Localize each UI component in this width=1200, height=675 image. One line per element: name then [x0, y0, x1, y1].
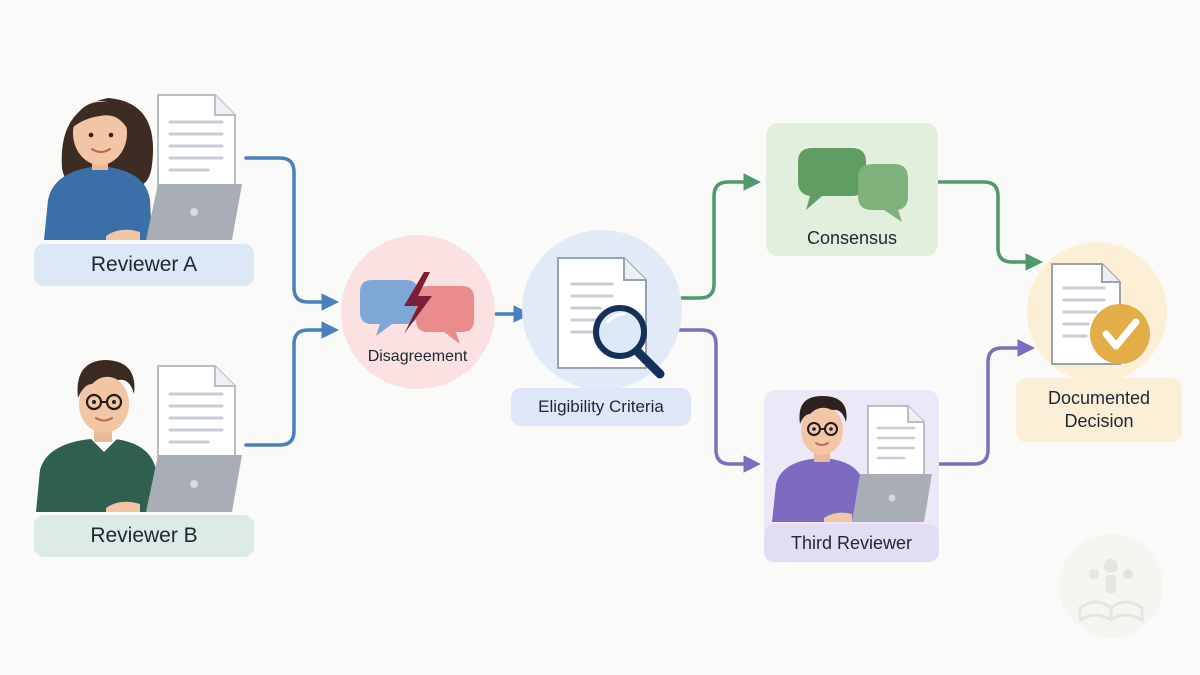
- document-magnifier-icon: [557, 257, 665, 379]
- conflicting-speech-bubbles-icon: [360, 272, 474, 344]
- arrow-b-to-disagreement: [244, 321, 339, 447]
- logo-watermark-icon: [1059, 534, 1163, 638]
- man-with-laptop-icon: [36, 360, 242, 512]
- document-icon: [867, 405, 925, 477]
- man-with-laptop-icon: [772, 396, 932, 522]
- reviewer-a-label: Reviewer A: [34, 244, 254, 286]
- reviewer-a-illustration: [44, 94, 242, 240]
- reviewer-b-label: Reviewer B: [34, 515, 254, 557]
- arrow-eligibility-to-third: [678, 328, 761, 473]
- consensus-node: [766, 123, 938, 256]
- eligibility-criteria-label: Eligibility Criteria: [511, 388, 691, 426]
- document-icon: [157, 94, 236, 206]
- eligibility-node: [522, 230, 682, 390]
- third-reviewer-label: Third Reviewer: [764, 524, 939, 562]
- arrow-third-to-decision: [936, 339, 1035, 466]
- documented-decision-label: Documented Decision: [1016, 378, 1182, 442]
- document-checkmark-icon: [1051, 263, 1150, 365]
- arrow-consensus-to-decision: [936, 180, 1043, 271]
- third-reviewer-node: [764, 390, 939, 540]
- woman-with-laptop-icon: [44, 98, 242, 240]
- arrow-a-to-disagreement: [244, 156, 339, 311]
- speech-bubbles-icon: [798, 148, 908, 222]
- document-icon: [157, 365, 236, 469]
- arrow-eligibility-to-consensus: [678, 173, 761, 300]
- reviewer-b-illustration: [36, 360, 242, 512]
- disagreement-node: [341, 235, 495, 389]
- disagreement-label: Disagreement: [367, 348, 468, 365]
- consensus-label: Consensus: [806, 227, 898, 248]
- decision-node: [1027, 242, 1167, 382]
